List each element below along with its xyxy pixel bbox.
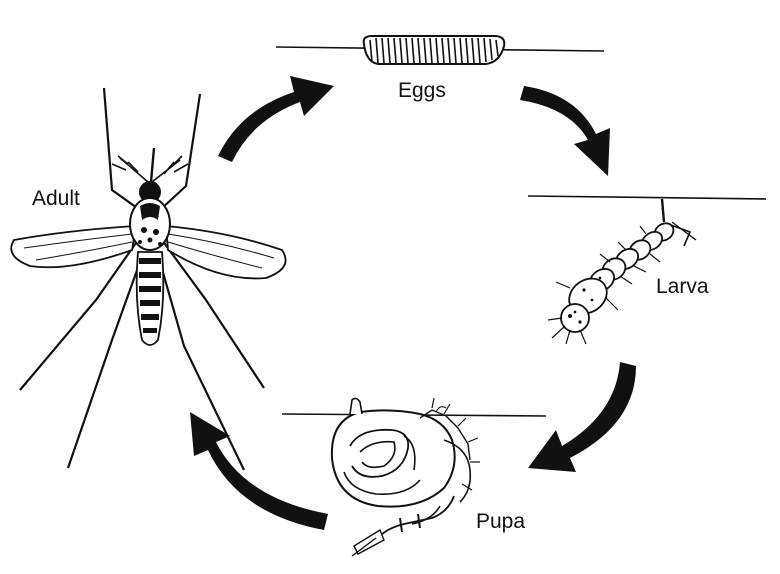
cycle-arrows: [190, 76, 636, 530]
arrow-adult-to-eggs: [218, 76, 334, 162]
label-pupa: Pupa: [476, 510, 526, 533]
larva-icon: [547, 198, 697, 345]
label-adult: Adult: [32, 187, 80, 210]
pupa-icon: [330, 397, 480, 557]
label-larva: Larva: [656, 275, 709, 298]
arrow-larva-to-pupa: [528, 362, 636, 472]
arrow-eggs-to-larva: [520, 86, 610, 176]
mosquito-icon: [10, 87, 287, 471]
arrow-pupa-to-adult: [190, 412, 328, 530]
water-line-larva: [527, 195, 767, 200]
label-eggs: Eggs: [398, 79, 446, 102]
egg-raft-icon: [362, 35, 506, 65]
